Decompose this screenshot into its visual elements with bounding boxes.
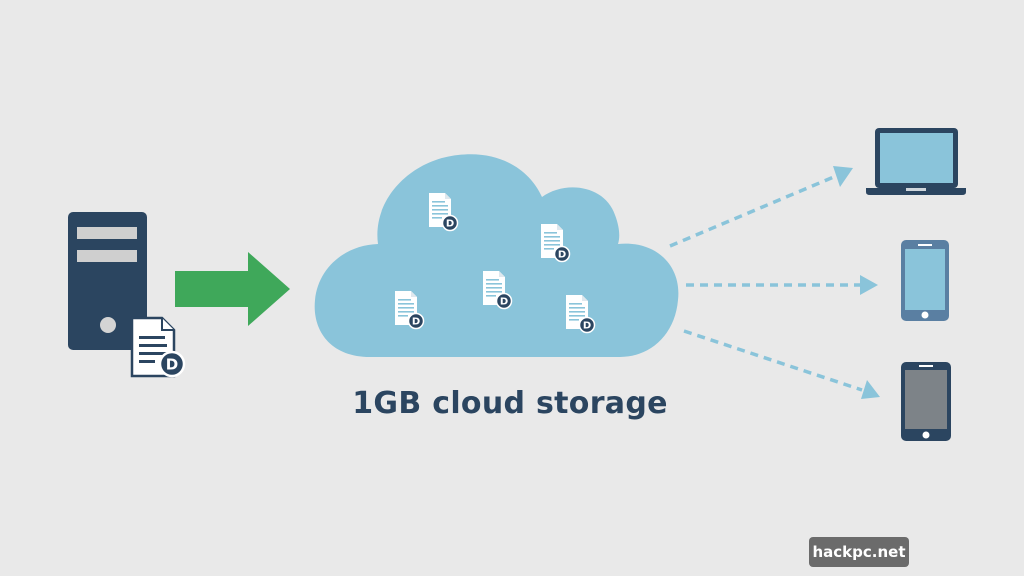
arrowhead-icon — [860, 275, 878, 295]
watermark-badge: hackpc.net — [809, 537, 909, 567]
upload-arrow-icon — [175, 252, 290, 326]
svg-text:D: D — [166, 356, 178, 374]
server-tower-icon — [68, 212, 147, 350]
tablet-icon — [901, 362, 951, 441]
arrowhead-icon — [861, 380, 880, 399]
cloud-storage-caption: 1GB cloud storage — [352, 386, 668, 421]
arrowhead-icon — [833, 166, 853, 187]
dashed-arrow-laptop — [669, 174, 837, 248]
laptop-icon — [866, 128, 966, 195]
dashed-arrow-tablet — [683, 329, 863, 392]
smartphone-icon — [901, 240, 949, 321]
document-d-icon: D — [130, 316, 186, 378]
cloud-icon — [314, 154, 679, 357]
sync-arrows — [669, 174, 863, 392]
